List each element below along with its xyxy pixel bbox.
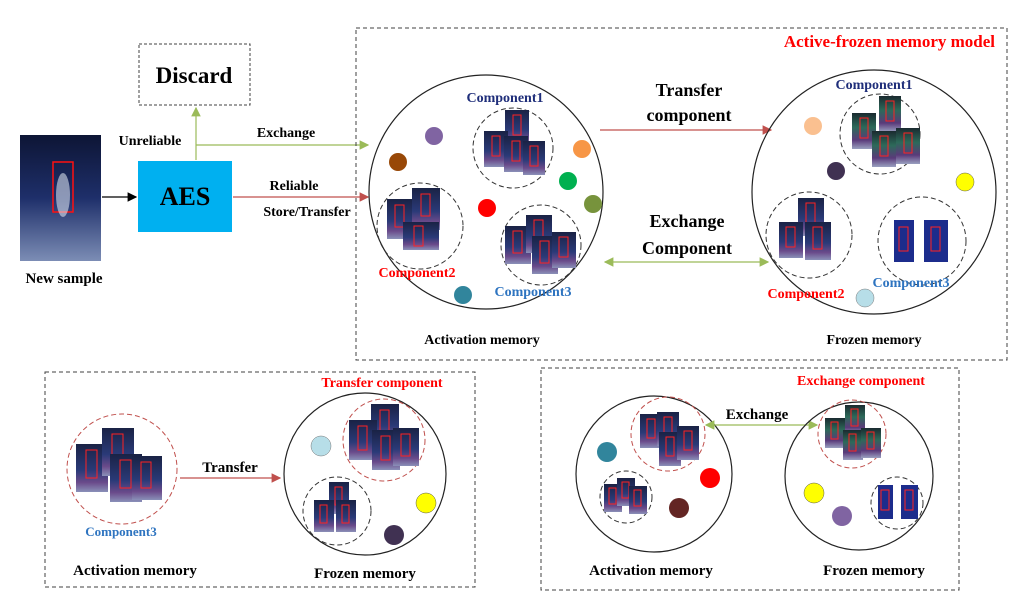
exchange-activation-static-ring [599, 470, 653, 524]
dot-light-blue [855, 288, 875, 308]
exchange-frozen-circle [784, 401, 934, 551]
dot-orange [573, 140, 591, 158]
dot-green [559, 172, 577, 190]
activation-component1-label: Component1 [466, 91, 543, 106]
transfer-dot-dark-purple [384, 525, 404, 545]
frozen-component3-thumbnails [894, 220, 948, 262]
transfer-panel-frame [44, 371, 476, 588]
frozen-component1-label: Component1 [835, 78, 912, 93]
exchange-dot-teal [597, 442, 617, 462]
transfer-frozen-component-ring [302, 476, 372, 546]
frozen-component3-label: Component3 [872, 276, 949, 291]
new-sample-image [20, 135, 101, 261]
exchange-frozen-moving-thumbnails [825, 405, 881, 460]
transfer-activation-caption: Activation memory [73, 563, 197, 579]
exchange-label: Exchange [257, 126, 315, 141]
aes-label: AES [160, 182, 211, 211]
exchange-component-line1: Exchange [649, 211, 724, 231]
activation-component3-ring [500, 204, 582, 286]
exchange-activation-moving-ring [630, 396, 706, 472]
activation-component2-ring [376, 182, 464, 270]
unreliable-label: Unreliable [119, 134, 182, 149]
transfer-component-line1: Transfer [656, 80, 723, 100]
transfer-frozen-circle [283, 392, 447, 556]
activation-memory-caption: Activation memory [424, 333, 539, 348]
transfer-component3-thumbnails [76, 428, 162, 502]
exchange-frozen-caption: Frozen memory [823, 563, 925, 579]
transfer-panel-title: Transfer component [321, 376, 443, 391]
activation-component2-label: Component2 [378, 266, 455, 281]
discard-label: Discard [156, 63, 233, 88]
exchange-activation-caption: Activation memory [589, 563, 713, 579]
transfer-label: Transfer [202, 460, 258, 476]
aes-box [138, 161, 232, 232]
exchange-panel-frame [540, 367, 960, 591]
transfer-component-line2: component [647, 105, 732, 125]
exchange-activation-circle [575, 395, 733, 553]
exchange-panel-title: Exchange component [797, 374, 925, 389]
dot-purple [425, 127, 443, 145]
exchange-dot-maroon [669, 498, 689, 518]
activation-component2-thumbnails [387, 188, 440, 250]
frozen-memory-circle [751, 69, 997, 315]
discard-box [138, 43, 251, 106]
exchange-dot-yellow [803, 482, 825, 504]
transfer-component3-ring [66, 413, 178, 525]
transfer-dot-yellow [415, 492, 437, 514]
frozen-component1-thumbnails [852, 96, 920, 167]
exchange-activation-static-thumbnails [604, 478, 647, 514]
transfer-component3-label: Component3 [85, 524, 157, 539]
transfer-frozen-caption: Frozen memory [314, 566, 416, 582]
exchange-frozen-static-ring [870, 476, 924, 530]
frozen-component2-label: Component2 [767, 287, 844, 302]
dot-brown [389, 153, 407, 171]
dot-teal [454, 286, 472, 304]
transfer-moved-component-thumbnails [349, 404, 419, 470]
frozen-component2-ring [765, 191, 853, 279]
exchange-dot-purple [832, 506, 852, 526]
dot-red [478, 199, 496, 217]
reliable-label: Reliable [270, 179, 319, 194]
exchange-frozen-static-thumbnails [878, 485, 918, 519]
frozen-memory-caption: Frozen memory [827, 333, 922, 348]
dot-peach [804, 117, 822, 135]
exchange-activation-moving-thumbnails [640, 412, 699, 466]
exchange-label-bottom: Exchange [726, 407, 789, 423]
dot-dark-purple [827, 162, 845, 180]
dot-yellow [955, 172, 975, 192]
transfer-moved-component-ring [342, 398, 426, 482]
model-title: Active-frozen memory model [784, 32, 995, 51]
new-sample-label: New sample [25, 271, 102, 287]
model-frame [355, 27, 1008, 361]
frozen-component2-thumbnails [779, 198, 831, 260]
activation-component1-ring [472, 107, 554, 189]
frozen-component3-ring [877, 196, 967, 286]
activation-component1-thumbnails [484, 110, 545, 175]
activation-component3-thumbnails [505, 215, 576, 274]
store-transfer-label: Store/Transfer [263, 205, 350, 220]
transfer-dot-light-blue [310, 435, 332, 457]
activation-memory-circle [368, 74, 604, 310]
exchange-frozen-moving-ring [817, 399, 887, 469]
exchange-component-line2: Component [642, 238, 732, 258]
transfer-frozen-component-thumbnails [314, 482, 356, 532]
activation-component3-label: Component3 [494, 285, 571, 300]
dot-olive [584, 195, 602, 213]
exchange-dot-red [700, 468, 720, 488]
